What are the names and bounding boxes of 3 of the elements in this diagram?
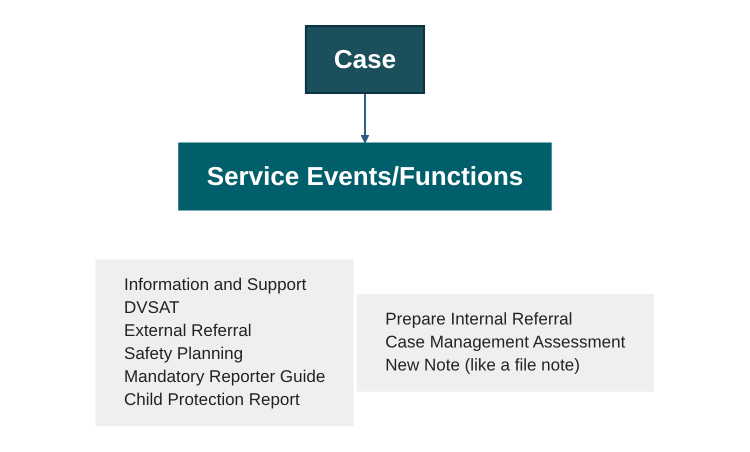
node-box: Case <box>305 25 426 94</box>
node-box: Service Events/Functions <box>178 142 552 211</box>
arrow <box>360 93 370 144</box>
